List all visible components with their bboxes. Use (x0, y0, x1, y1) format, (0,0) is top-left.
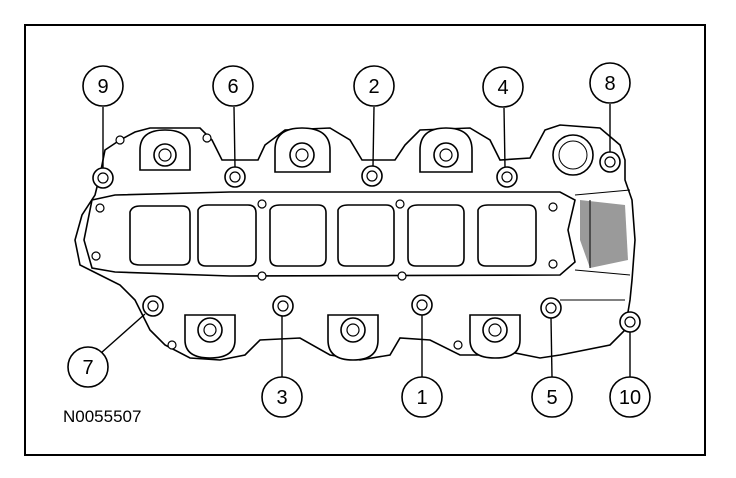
intake-flange (83, 191, 576, 277)
svg-text:10: 10 (619, 387, 641, 409)
figure-reference-id: N0055507 (63, 407, 142, 426)
callout-3: 3 (261, 376, 303, 418)
svg-text:7: 7 (82, 357, 93, 379)
callout-9: 9 (82, 65, 124, 107)
svg-text:4: 4 (497, 77, 508, 99)
bolt-7 (142, 295, 164, 317)
svg-text:2: 2 (368, 76, 379, 98)
callout-7: 7 (67, 346, 109, 388)
leader-lines (100, 104, 631, 378)
svg-text:9: 9 (97, 76, 108, 98)
bolt-9 (92, 167, 114, 189)
callout-5: 5 (531, 376, 573, 418)
callouts: 9 6 2 4 8 7 3 1 (67, 62, 651, 418)
svg-text:1: 1 (416, 387, 427, 409)
callout-1: 1 (401, 376, 443, 418)
svg-text:3: 3 (276, 387, 287, 409)
callout-6: 6 (212, 65, 254, 107)
bolt-5 (540, 297, 562, 319)
callout-10: 10 (609, 376, 651, 418)
intake-ports (129, 204, 537, 267)
top-cam-caps (139, 127, 594, 176)
bolt-8 (599, 151, 621, 173)
bottom-cam-caps (184, 314, 521, 361)
bolt-10 (619, 311, 641, 333)
callout-8: 8 (589, 62, 631, 104)
bolt-3 (272, 295, 294, 317)
callout-2: 2 (353, 65, 395, 107)
svg-text:6: 6 (227, 76, 238, 98)
svg-text:8: 8 (604, 73, 615, 95)
right-side-shading (580, 200, 628, 268)
bolt-1 (411, 294, 433, 316)
flange-holes (91, 133, 558, 350)
bolt-6 (224, 166, 246, 188)
callout-4: 4 (482, 66, 524, 108)
svg-text:5: 5 (546, 387, 557, 409)
bolt-2 (361, 165, 383, 187)
bolt-4 (496, 166, 518, 188)
